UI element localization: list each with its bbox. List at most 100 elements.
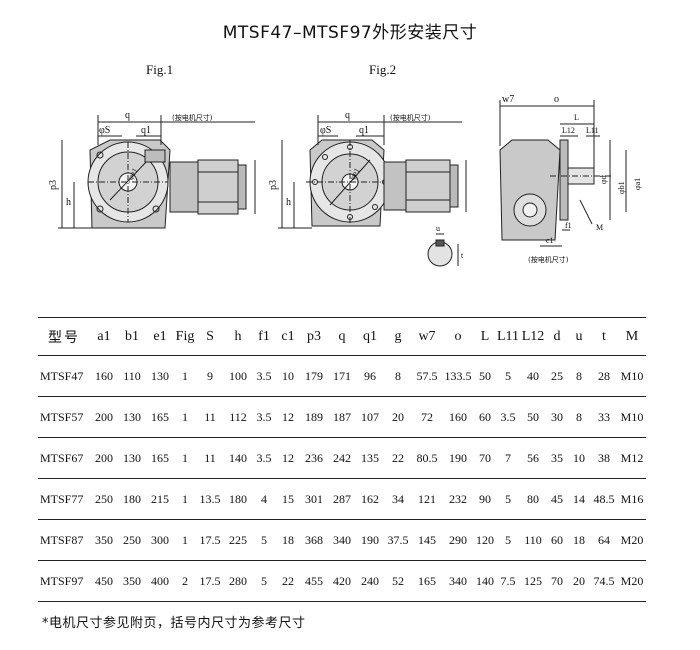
column-header: d — [546, 317, 568, 356]
table-cell: 3.5 — [252, 396, 276, 438]
table-cell: 7 — [496, 437, 520, 479]
table-cell: 57.5 — [412, 355, 442, 397]
table-cell: 64 — [590, 519, 618, 561]
footnote: *电机尺寸参见附页，括号内尺寸为参考尺寸 — [42, 616, 306, 631]
fig1-drawing — [58, 115, 256, 229]
model-cell: MTSF57 — [38, 396, 90, 438]
table-cell: 17.5 — [196, 560, 224, 602]
table-cell: 1 — [174, 396, 196, 438]
table-cell: 400 — [146, 560, 174, 602]
table-cell: 455 — [300, 560, 328, 602]
fig2-dim-q: q — [345, 110, 350, 121]
table-cell: 130 — [146, 355, 174, 397]
table-cell: 5 — [252, 560, 276, 602]
fig1-motor-note: (按电机尺寸) — [172, 113, 213, 122]
table-cell: 215 — [146, 478, 174, 520]
table-cell: 301 — [300, 478, 328, 520]
table-cell: 140 — [474, 560, 496, 602]
table-cell: M10 — [618, 355, 646, 397]
table-cell: 10 — [276, 355, 300, 397]
table-cell: 125 — [520, 560, 546, 602]
table-cell: 60 — [546, 519, 568, 561]
table-cell: 190 — [356, 519, 384, 561]
column-header: q — [328, 317, 356, 356]
table-cell: 236 — [300, 437, 328, 479]
table-cell: 60 — [474, 396, 496, 438]
table-cell: M20 — [618, 560, 646, 602]
table-cell: 50 — [520, 396, 546, 438]
table-cell: 8 — [384, 355, 412, 397]
table-cell: 200 — [90, 396, 118, 438]
table-cell: 12 — [276, 396, 300, 438]
table-cell: 110 — [520, 519, 546, 561]
table-cell: 140 — [224, 437, 252, 479]
column-header: L11 — [496, 317, 520, 356]
table-cell: 11 — [196, 437, 224, 479]
table-cell: 112 — [224, 396, 252, 438]
table-cell: 133.5 — [442, 355, 474, 397]
side-dim-a1: φa1 — [633, 178, 642, 190]
fig1-label: Fig.1 — [146, 62, 174, 77]
fig1-dim-h: h — [66, 197, 71, 208]
table-cell: 35 — [546, 437, 568, 479]
table-cell: 190 — [442, 437, 474, 479]
table-cell: 145 — [412, 519, 442, 561]
table-cell: 40 — [520, 355, 546, 397]
table-cell: 56 — [520, 437, 546, 479]
column-header: b1 — [118, 317, 146, 356]
column-header: e1 — [146, 317, 174, 356]
table-cell: 1 — [174, 519, 196, 561]
table-cell: 120 — [474, 519, 496, 561]
table-cell: 12 — [276, 437, 300, 479]
table-cell: 48.5 — [590, 478, 618, 520]
table-cell: 287 — [328, 478, 356, 520]
side-dim-L12: L12 — [562, 126, 575, 135]
table-cell: 250 — [118, 519, 146, 561]
fig2-motor-note: (按电机尺寸) — [390, 113, 431, 122]
table-cell: 18 — [276, 519, 300, 561]
table-cell: 350 — [118, 560, 146, 602]
fig1-dim-q: q — [125, 110, 130, 121]
table-cell: 5 — [496, 355, 520, 397]
table-cell: 45 — [546, 478, 568, 520]
table-cell: 20 — [384, 396, 412, 438]
model-cell: MTSF87 — [38, 519, 90, 561]
table-cell: 7.5 — [496, 560, 520, 602]
fig2-dim-s: φS — [320, 125, 331, 136]
table-cell: M20 — [618, 519, 646, 561]
table-cell: 11 — [196, 396, 224, 438]
table-cell: 350 — [90, 519, 118, 561]
table-cell: 187 — [328, 396, 356, 438]
side-view-drawing — [499, 100, 627, 247]
table-cell: 368 — [300, 519, 328, 561]
table-cell: 8 — [568, 355, 590, 397]
table-cell: 80 — [520, 478, 546, 520]
technical-drawings: q φS q1 (按电机尺寸) p3 h φe1 q — [48, 94, 642, 267]
table-cell: 10 — [568, 437, 590, 479]
table-cell: 74.5 — [590, 560, 618, 602]
table-cell: 180 — [224, 478, 252, 520]
table-cell: M16 — [618, 478, 646, 520]
table-cell: 171 — [328, 355, 356, 397]
table-cell: 107 — [356, 396, 384, 438]
table-cell: 165 — [412, 560, 442, 602]
table-cell: 4 — [252, 478, 276, 520]
model-cell: MTSF97 — [38, 560, 90, 602]
column-header: u — [568, 317, 590, 356]
side-dim-d: φd — [599, 175, 608, 184]
side-dim-b1: φb1 — [617, 181, 626, 194]
table-cell: 300 — [146, 519, 174, 561]
side-dim-c1: c1 — [546, 236, 554, 245]
column-header: o — [442, 317, 474, 356]
table-cell: 1 — [174, 437, 196, 479]
table-cell: 280 — [224, 560, 252, 602]
column-header: q1 — [356, 317, 384, 356]
table-cell: 242 — [328, 437, 356, 479]
table-cell: 13.5 — [196, 478, 224, 520]
table-cell: 25 — [546, 355, 568, 397]
